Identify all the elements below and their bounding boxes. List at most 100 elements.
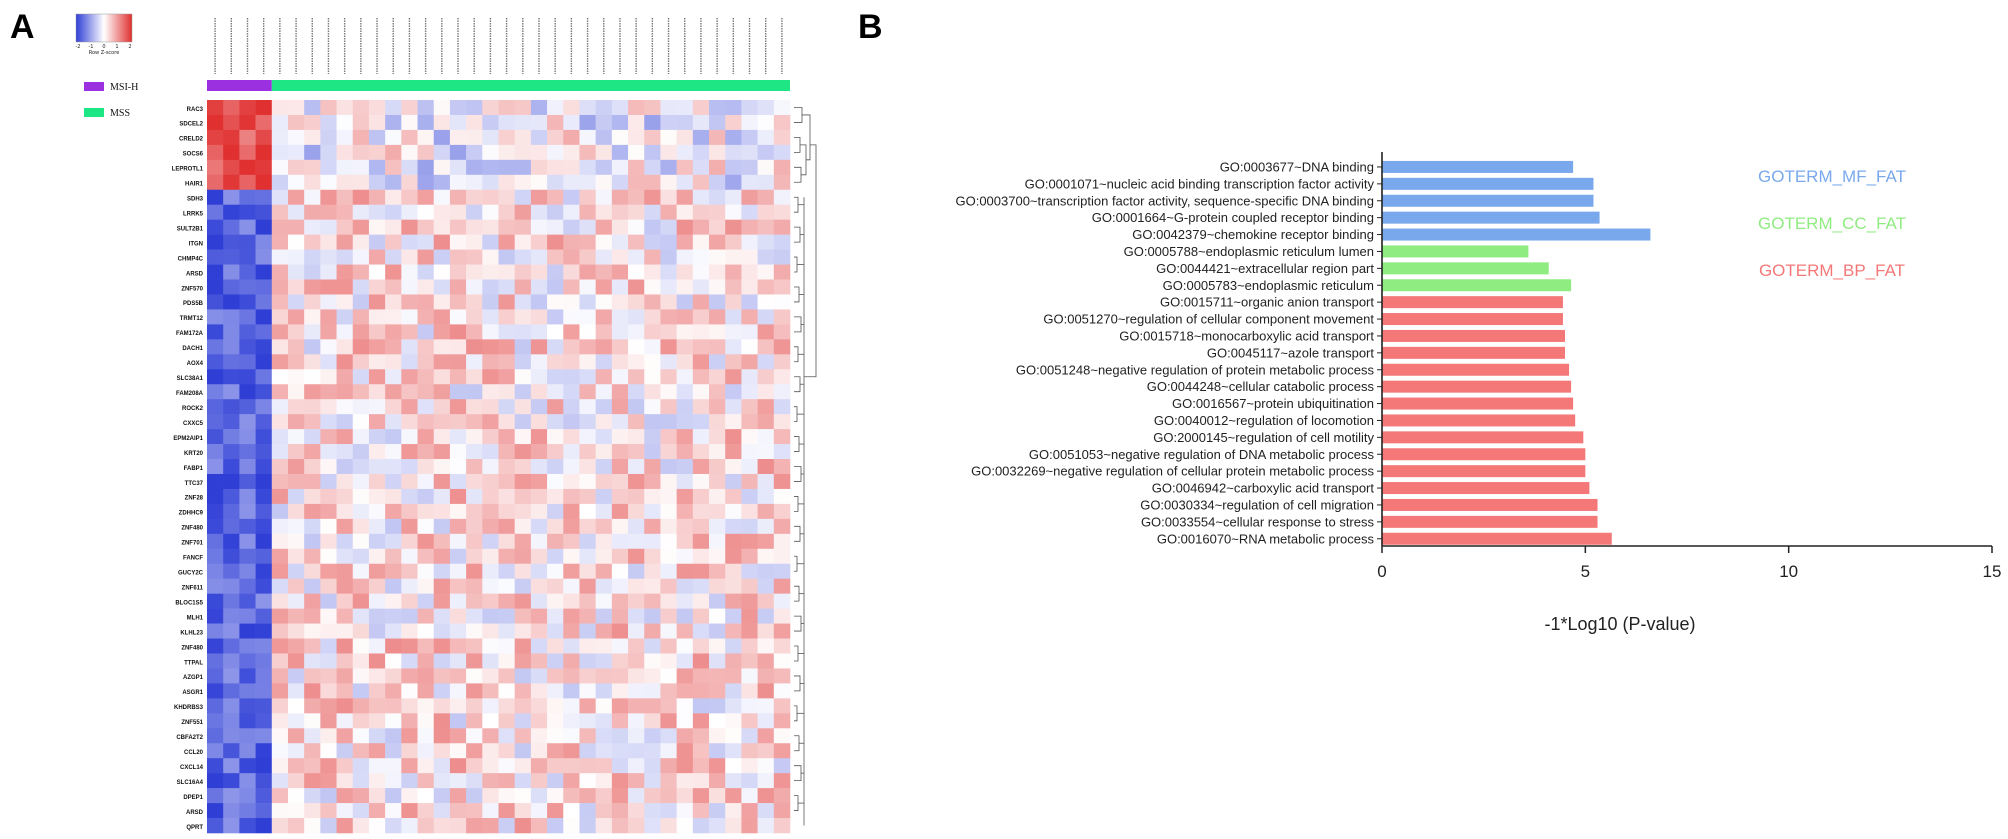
heatmap-cell <box>660 548 677 565</box>
heatmap-cell <box>320 623 337 639</box>
heatmap-cell <box>628 803 645 819</box>
heatmap-cell <box>773 653 791 669</box>
heatmap-cell <box>385 683 402 699</box>
heatmap-cell <box>692 264 710 280</box>
go-bar-chart: GO:0003677~DNA bindingGO:0001071~nucleic… <box>955 152 2001 634</box>
heatmap-cell <box>271 683 289 699</box>
heatmap-cell <box>320 144 337 161</box>
heatmap-cell <box>530 444 548 460</box>
heatmap-cell <box>368 683 386 699</box>
heatmap-cell <box>368 159 386 176</box>
heatmap-cell <box>482 159 499 176</box>
heatmap-cell <box>433 488 451 505</box>
heatmap-cell <box>239 339 256 355</box>
heatmap-cell <box>611 114 629 131</box>
heatmap-cell <box>368 803 386 819</box>
heatmap-cell <box>223 803 240 819</box>
heatmap-cell <box>644 818 661 834</box>
heatmap-cell <box>660 653 677 669</box>
heatmap-cell <box>563 114 580 131</box>
heatmap-cell <box>271 728 289 744</box>
heatmap-cell <box>628 414 645 430</box>
heatmap-cell <box>271 653 289 669</box>
heatmap-cell <box>433 503 451 520</box>
heatmap-cell <box>530 728 548 744</box>
heatmap-cell <box>287 339 305 355</box>
heatmap-cell <box>336 369 354 385</box>
heatmap-cell <box>498 249 515 265</box>
heatmap-cell <box>595 728 613 744</box>
heatmap-cell <box>433 309 451 325</box>
heatmap-cell <box>287 174 305 191</box>
heatmap-cell <box>757 414 775 430</box>
heatmap-cell <box>514 608 532 624</box>
go-bar <box>1382 498 1598 511</box>
heatmap-cell <box>595 608 613 624</box>
heatmap-cell <box>271 100 289 116</box>
heatmap-cell <box>433 249 451 265</box>
heatmap-cell <box>207 593 224 609</box>
heatmap-cell <box>449 518 467 535</box>
heatmap-cell <box>255 713 273 729</box>
heatmap-cell <box>692 773 710 789</box>
heatmap-cell <box>401 668 418 684</box>
heatmap-cell <box>207 324 224 340</box>
heatmap-cell <box>709 234 726 250</box>
heatmap-cell <box>644 623 661 639</box>
heatmap-cell <box>320 339 337 355</box>
heatmap-cell <box>352 459 370 475</box>
heatmap-cell <box>401 593 418 609</box>
gene-label: ZNF551 <box>181 720 203 726</box>
heatmap-cell <box>514 743 532 759</box>
heatmap-cell <box>352 803 370 819</box>
heatmap-cell <box>498 623 515 639</box>
heatmap-cell <box>401 234 418 250</box>
heatmap-cell <box>692 204 710 220</box>
heatmap-cell <box>692 548 710 565</box>
heatmap-cell <box>676 354 694 370</box>
heatmap-cell <box>563 339 580 355</box>
heatmap-cell <box>466 608 483 624</box>
heatmap-cell <box>336 429 354 445</box>
heatmap-cell <box>482 339 499 355</box>
heatmap-cell <box>320 728 337 744</box>
heatmap-cell <box>401 294 418 310</box>
heatmap-cell <box>595 279 613 295</box>
heatmap-cell <box>741 473 758 490</box>
gene-label: FANCF <box>183 556 203 562</box>
gene-label: CBFA2T2 <box>176 735 203 741</box>
heatmap-cell <box>385 384 402 400</box>
heatmap-cell <box>530 638 548 654</box>
heatmap-cell <box>449 129 467 146</box>
heatmap-cell <box>433 518 451 535</box>
heatmap-cell <box>644 249 661 265</box>
heatmap-cell <box>255 399 273 415</box>
heatmap-cell <box>757 818 775 834</box>
heatmap-cell <box>271 294 289 310</box>
heatmap-cell <box>466 249 483 265</box>
heatmap-cell <box>595 638 613 654</box>
heatmap-cell <box>255 743 273 759</box>
heatmap-cell <box>433 399 451 415</box>
go-bar <box>1382 414 1576 427</box>
heatmap-cell <box>401 189 418 206</box>
heatmap-cell <box>239 354 256 370</box>
heatmap-cell <box>304 189 321 206</box>
heatmap-cell <box>304 309 321 325</box>
heatmap-cell <box>368 488 386 505</box>
heatmap-cell <box>644 773 661 789</box>
heatmap-cell <box>482 593 499 609</box>
heatmap-cell <box>547 788 564 804</box>
heatmap-cell <box>287 788 305 804</box>
heatmap-cell <box>563 638 580 654</box>
heatmap-cell <box>255 354 273 370</box>
heatmap-cell <box>628 608 645 624</box>
heatmap-cell <box>320 279 337 295</box>
heatmap-cell <box>709 593 726 609</box>
heatmap-cell <box>304 773 321 789</box>
heatmap-cell <box>271 638 289 654</box>
heatmap-cell <box>644 129 661 146</box>
heatmap-cell <box>725 623 742 639</box>
heatmap-cell <box>287 683 305 699</box>
heatmap-cell <box>563 653 580 669</box>
